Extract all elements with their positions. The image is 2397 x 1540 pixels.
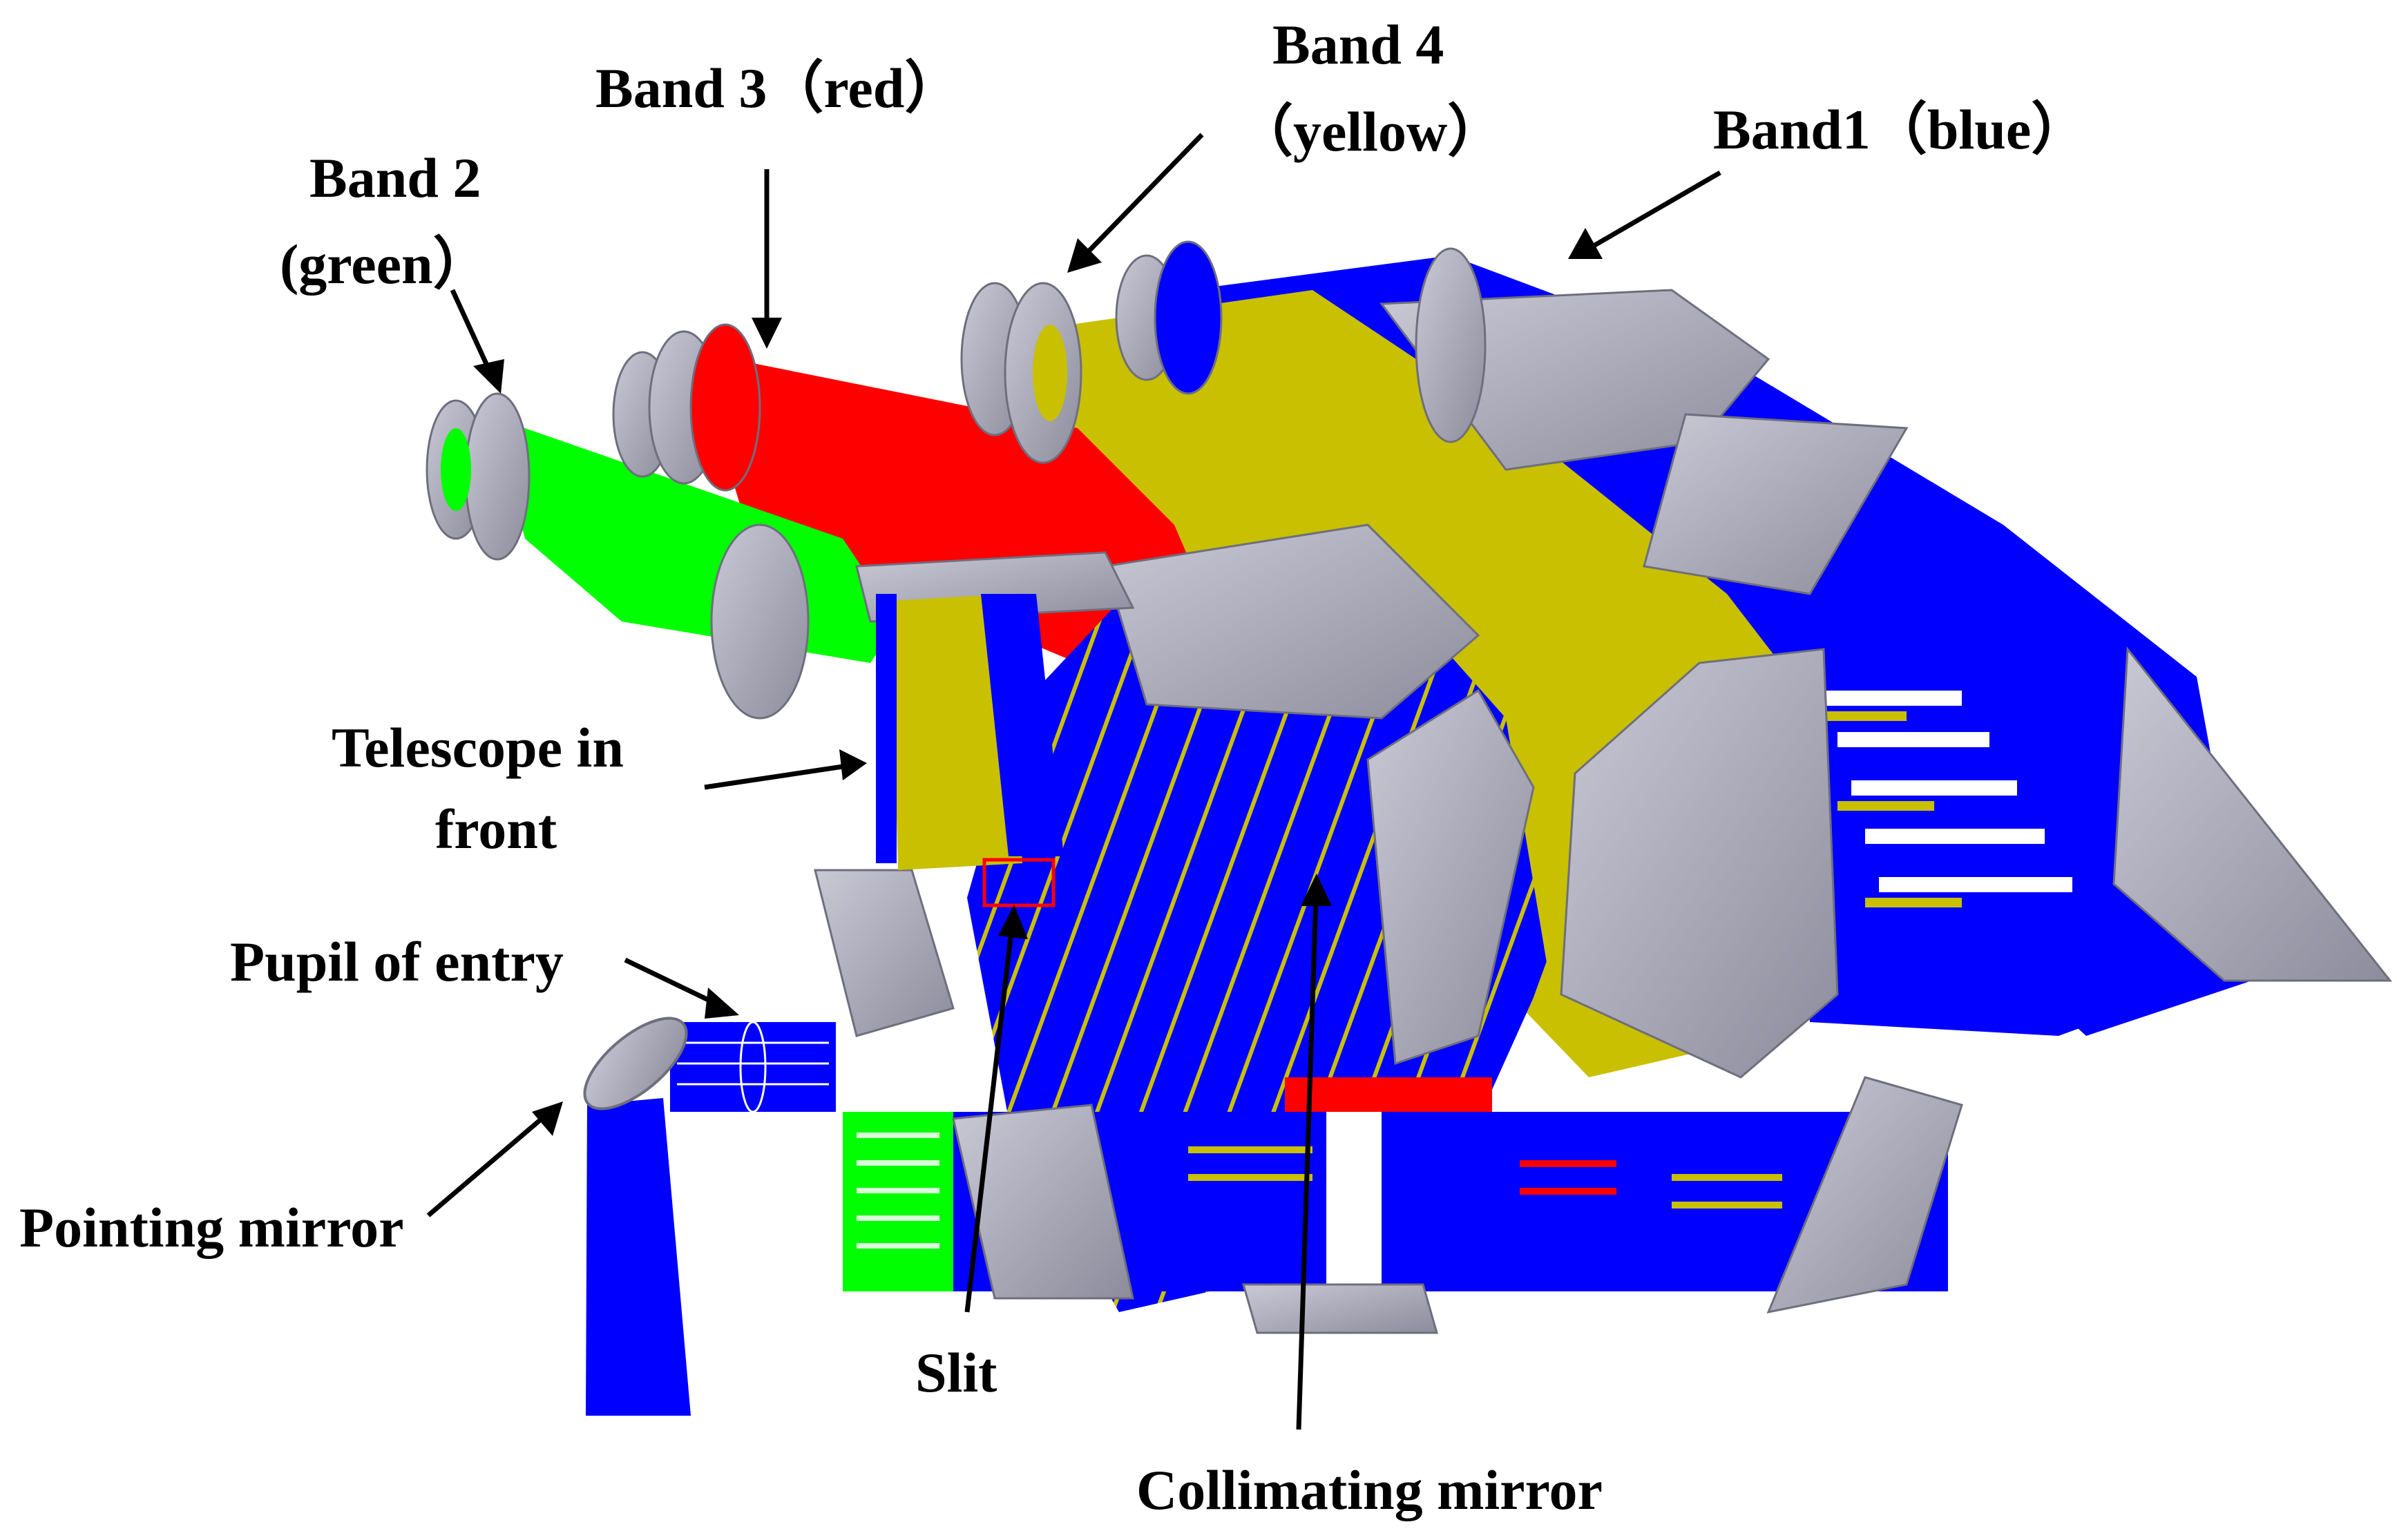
pointing-mirror — [583, 1017, 691, 1416]
band4-camera — [960, 282, 1082, 464]
label-slit: Slit — [915, 1341, 997, 1404]
band1-right-exit — [1782, 677, 2210, 1036]
slit-marker — [982, 858, 1056, 907]
entry-pupil-tube — [670, 1021, 836, 1113]
label-collimating-mirror: Collimating mirror — [1136, 1459, 1603, 1521]
optical-housing — [814, 289, 2393, 1334]
label-telescope-line1: Telescope in — [332, 716, 624, 779]
label-band4-line1: Band 4 — [1272, 13, 1444, 76]
label-telescope-line2: front — [435, 798, 557, 860]
label-pupil-of-entry: Pupil of entry — [230, 930, 564, 993]
annotation-arrows — [426, 133, 1721, 1430]
label-pointing-mirror: Pointing mirror — [19, 1196, 403, 1259]
telescope-assembly — [876, 594, 1064, 870]
label-band2-line1: Band 2 — [309, 146, 481, 209]
label-band4-line2: （yellow） — [1236, 100, 1504, 163]
label-band2-line2: (green） — [280, 233, 490, 296]
band2-collimator-disc — [710, 523, 810, 720]
band2-camera — [426, 392, 531, 561]
label-band3: Band 3（red） — [595, 57, 961, 119]
band3-camera — [612, 323, 761, 492]
label-band1: Band1（blue） — [1713, 98, 2088, 161]
band1-camera — [1115, 240, 1487, 443]
